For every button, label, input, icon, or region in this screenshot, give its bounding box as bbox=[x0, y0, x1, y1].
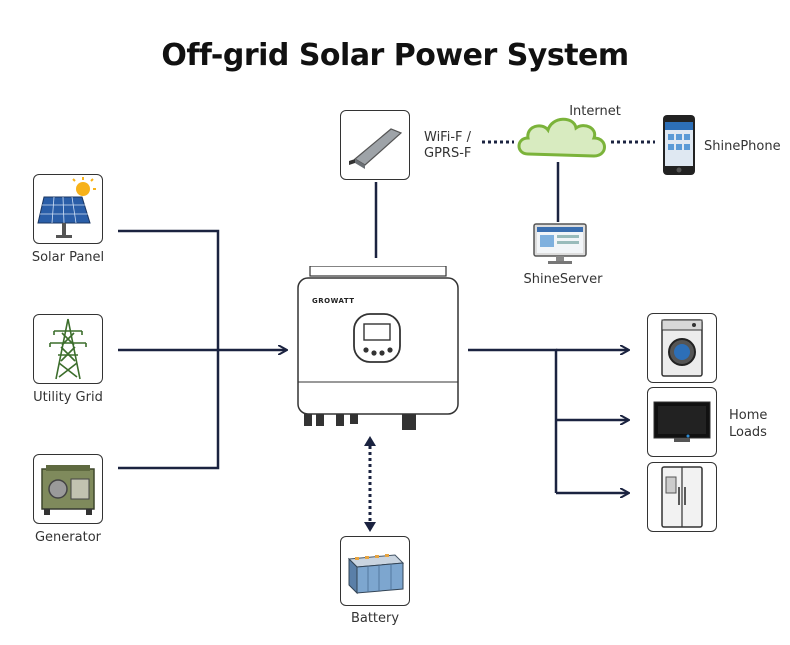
tv-box bbox=[647, 387, 717, 457]
washing-machine-icon bbox=[661, 319, 703, 377]
gprs-label: GPRS-F bbox=[424, 146, 472, 161]
generator-icon bbox=[41, 465, 95, 515]
solar-panel-box bbox=[33, 174, 103, 244]
battery-arrow-down bbox=[364, 522, 376, 532]
wifi-label: WiFi-F / bbox=[424, 130, 472, 145]
battery-arrow-up bbox=[364, 436, 376, 446]
load-line bbox=[468, 348, 558, 493]
generator-box bbox=[33, 454, 103, 524]
internet-label: Internet bbox=[569, 104, 621, 119]
battery-icon bbox=[347, 554, 405, 595]
datalogger-box bbox=[340, 110, 410, 180]
monitor-icon bbox=[533, 223, 587, 264]
solar-panel-icon bbox=[37, 177, 96, 238]
home-loads-label-line1: Home bbox=[729, 408, 768, 423]
utility-grid-label: Utility Grid bbox=[33, 390, 103, 405]
diagram-title: Off-grid Solar Power System bbox=[161, 38, 629, 73]
home-loads-label-line2: Loads bbox=[729, 425, 767, 440]
pylon-icon bbox=[49, 318, 87, 380]
shineserver-label: ShineServer bbox=[523, 272, 603, 287]
solar-panel-label: Solar Panel bbox=[31, 250, 105, 265]
refrigerator-box bbox=[647, 462, 717, 532]
battery-box bbox=[340, 536, 410, 606]
inverter-brand: GROWATT bbox=[312, 297, 355, 305]
washing-machine-box bbox=[647, 313, 717, 383]
generator-label: Generator bbox=[34, 530, 101, 545]
shinephone-label: ShinePhone bbox=[704, 139, 781, 154]
refrigerator-icon bbox=[661, 466, 703, 528]
battery-label: Battery bbox=[350, 611, 400, 626]
datalogger-icon bbox=[349, 128, 403, 169]
utility-grid-box bbox=[33, 314, 103, 384]
tv-icon bbox=[653, 401, 711, 442]
cloud-icon bbox=[517, 117, 606, 158]
smartphone-icon bbox=[663, 115, 695, 175]
inverter-icon bbox=[297, 266, 459, 430]
